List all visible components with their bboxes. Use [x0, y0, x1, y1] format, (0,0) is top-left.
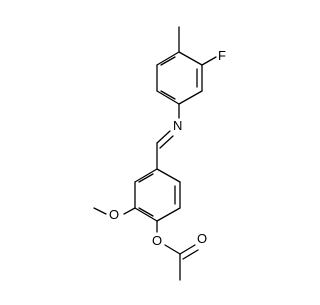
atom-labels: F N O O O	[109, 48, 226, 248]
bond	[138, 173, 154, 183]
structure-diagram: F N O O O	[93, 26, 226, 281]
bond	[160, 56, 176, 66]
bond	[138, 207, 154, 217]
bond	[201, 56, 217, 66]
bond	[156, 90, 180, 105]
bond	[156, 130, 171, 144]
bond	[164, 244, 181, 255]
bond	[156, 168, 181, 183]
bond	[156, 207, 181, 222]
bond	[160, 90, 176, 100]
bond	[178, 51, 203, 66]
bonds	[93, 26, 217, 281]
molecule-svg: F N O O O	[93, 26, 226, 281]
bond	[123, 207, 136, 215]
bond	[93, 207, 107, 215]
nitrogen-label: N	[173, 118, 182, 133]
fluorine-label: F	[218, 48, 226, 63]
bond	[179, 244, 196, 255]
bond	[182, 249, 199, 260]
carbonyl-oxygen-label: O	[197, 231, 207, 246]
bond	[178, 90, 203, 105]
ester-oxygen-label: O	[152, 233, 162, 248]
ether-oxygen-label: O	[109, 207, 119, 222]
bond	[134, 207, 158, 222]
bond	[134, 168, 158, 183]
bond	[159, 135, 174, 149]
bond	[156, 51, 180, 66]
